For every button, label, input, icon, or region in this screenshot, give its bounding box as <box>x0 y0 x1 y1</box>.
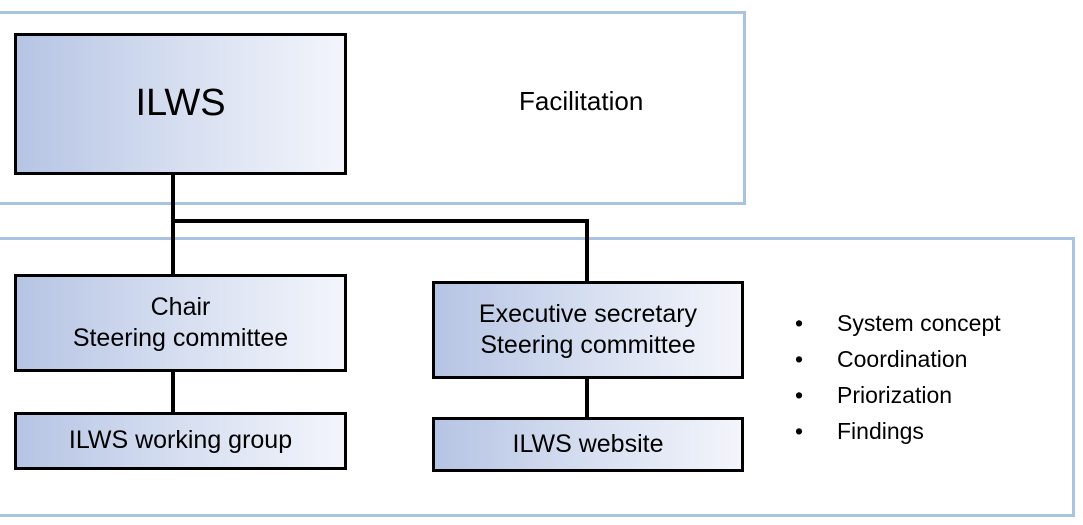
ilws-website-box: ILWS website <box>432 417 744 472</box>
chair-sublabel: Steering committee <box>72 324 289 352</box>
executive-secretary-box: Executive secretary Steering committee <box>432 281 744 379</box>
executive-label: Executive secretary <box>478 299 698 328</box>
working-group-label: ILWS working group <box>68 426 293 455</box>
task-item: System concept <box>792 305 1001 341</box>
chair-label: Chair <box>150 292 211 321</box>
connector-chair-group <box>171 372 175 412</box>
task-item: Findings <box>792 413 1001 449</box>
connector-horizontal <box>171 219 589 223</box>
steering-frame <box>0 237 1075 517</box>
ilws-working-group-box: ILWS working group <box>14 412 347 470</box>
task-item: Coordination <box>792 341 1001 377</box>
task-item: Priorization <box>792 377 1001 413</box>
task-list: System concept Coordination Priorization… <box>792 305 1001 449</box>
executive-sublabel: Steering committee <box>480 331 696 359</box>
facilitation-label: Facilitation <box>519 86 644 116</box>
connector-executive-down <box>585 219 589 281</box>
ilws-box: ILWS <box>14 33 347 175</box>
chair-steering-committee-box: Chair Steering committee <box>14 274 347 372</box>
connector-executive-website <box>585 379 589 417</box>
facilitation-frame <box>0 11 746 205</box>
connector-ilws-down <box>171 175 175 274</box>
ilws-label: ILWS <box>135 82 226 125</box>
website-label: ILWS website <box>512 429 664 458</box>
